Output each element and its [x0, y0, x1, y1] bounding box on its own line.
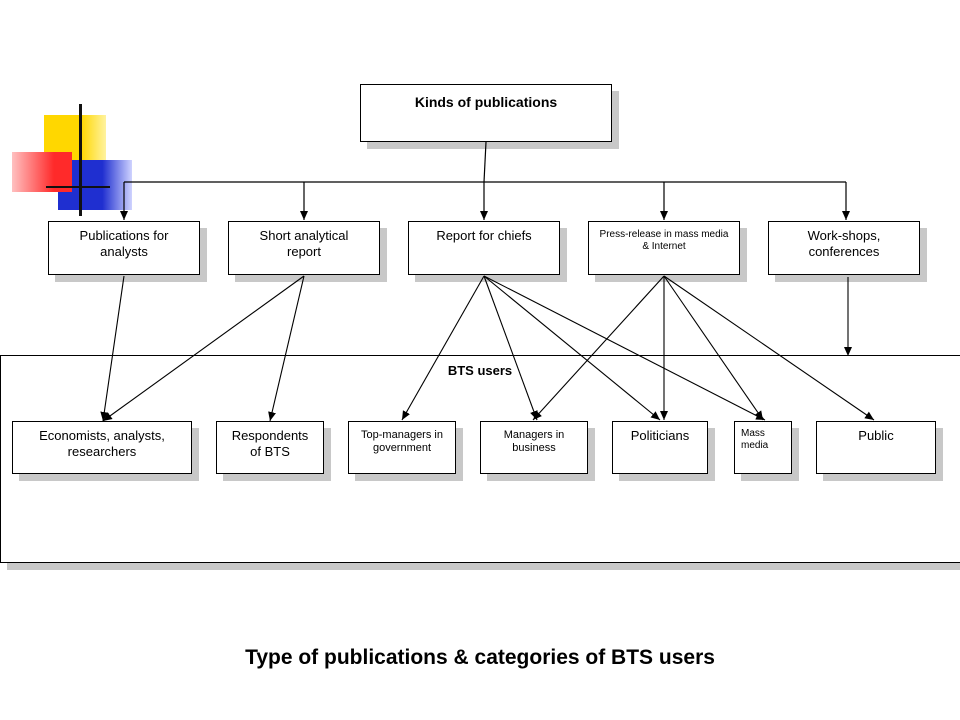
- node-short-analytical-report-label: Short analytical report: [259, 228, 349, 259]
- node-respondents: Respondents of BTS: [216, 421, 324, 474]
- node-publications-for-analysts-label: Publications for analysts: [79, 228, 169, 259]
- node-short-analytical-report: Short analytical report: [228, 221, 380, 275]
- node-respondents-label: Respondents of BTS: [231, 428, 309, 459]
- node-publications-for-analysts: Publications for analysts: [48, 221, 200, 275]
- node-economists: Economists, analysts, researchers: [12, 421, 192, 474]
- node-kinds-of-publications-label: Kinds of publications: [414, 94, 558, 110]
- node-top-managers: Top-managers in government: [348, 421, 456, 474]
- node-politicians-label: Politicians: [630, 428, 690, 443]
- node-work-shops-conferences: Work-shops, conferences: [768, 221, 920, 275]
- node-report-for-chiefs-label: Report for chiefs: [436, 228, 532, 243]
- node-report-for-chiefs: Report for chiefs: [408, 221, 560, 275]
- node-public: Public: [816, 421, 936, 474]
- node-public-label: Public: [858, 428, 894, 443]
- decor-red-square: [12, 152, 72, 192]
- node-kinds-of-publications: Kinds of publications: [360, 84, 612, 142]
- node-top-managers-label: Top-managers in government: [361, 429, 443, 455]
- node-managers-in-business: Managers in business: [480, 421, 588, 474]
- node-press-release: Press-release in mass media & Internet: [588, 221, 740, 275]
- bts-users-label: BTS users: [447, 363, 513, 378]
- node-mass-media: Mass media: [734, 421, 792, 474]
- node-politicians: Politicians: [612, 421, 708, 474]
- diagram-caption: Type of publications & categories of BTS…: [245, 646, 715, 669]
- root-stem: [483, 141, 487, 183]
- decor-vertical-line: [79, 104, 82, 216]
- node-mass-media-label: Mass media: [741, 428, 769, 451]
- decor-horizontal-line: [46, 186, 110, 188]
- node-work-shops-conferences-label: Work-shops, conferences: [807, 228, 881, 259]
- node-managers-in-business-label: Managers in business: [503, 429, 565, 455]
- node-economists-label: Economists, analysts, researchers: [39, 428, 165, 459]
- node-press-release-label: Press-release in mass media & Internet: [599, 229, 729, 252]
